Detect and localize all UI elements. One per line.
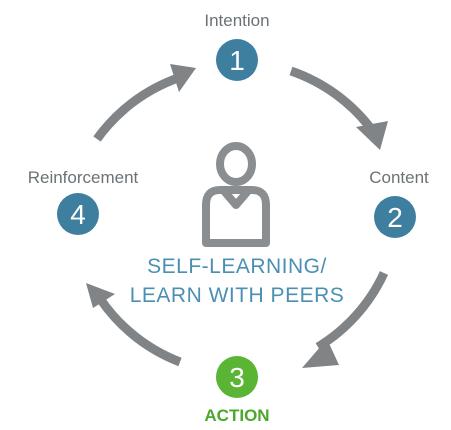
step-intention: Intention 1 — [204, 11, 270, 81]
step-number-3: 3 — [229, 362, 245, 393]
step-number-2: 2 — [387, 202, 403, 233]
step-circle-2 — [374, 196, 416, 238]
step-circle-3 — [216, 356, 258, 398]
step-label-content: Content — [369, 168, 429, 187]
step-circle-4 — [57, 193, 99, 235]
arrow-intention-to-content — [289, 66, 388, 150]
step-content: Content 2 — [369, 168, 429, 238]
arrow-reinforcement-to-intention — [93, 64, 196, 142]
step-label-reinforcement: Reinforcement — [28, 168, 139, 187]
step-number-1: 1 — [229, 45, 245, 76]
center-text-line1: SELF-LEARNING/ — [147, 255, 327, 278]
step-label-action: ACTION — [204, 406, 269, 425]
arrow-content-to-action — [302, 271, 389, 368]
cycle-arrows — [86, 64, 389, 368]
step-label-intention: Intention — [204, 11, 269, 30]
step-action: 3 ACTION — [204, 356, 270, 425]
step-number-4: 4 — [70, 199, 86, 230]
step-reinforcement: Reinforcement 4 — [28, 168, 139, 235]
arrow-action-to-reinforcement — [86, 283, 182, 367]
step-circle-1 — [216, 39, 258, 81]
center-text-line2: LEARN WITH PEERS — [130, 284, 345, 307]
person-icon — [202, 142, 270, 247]
